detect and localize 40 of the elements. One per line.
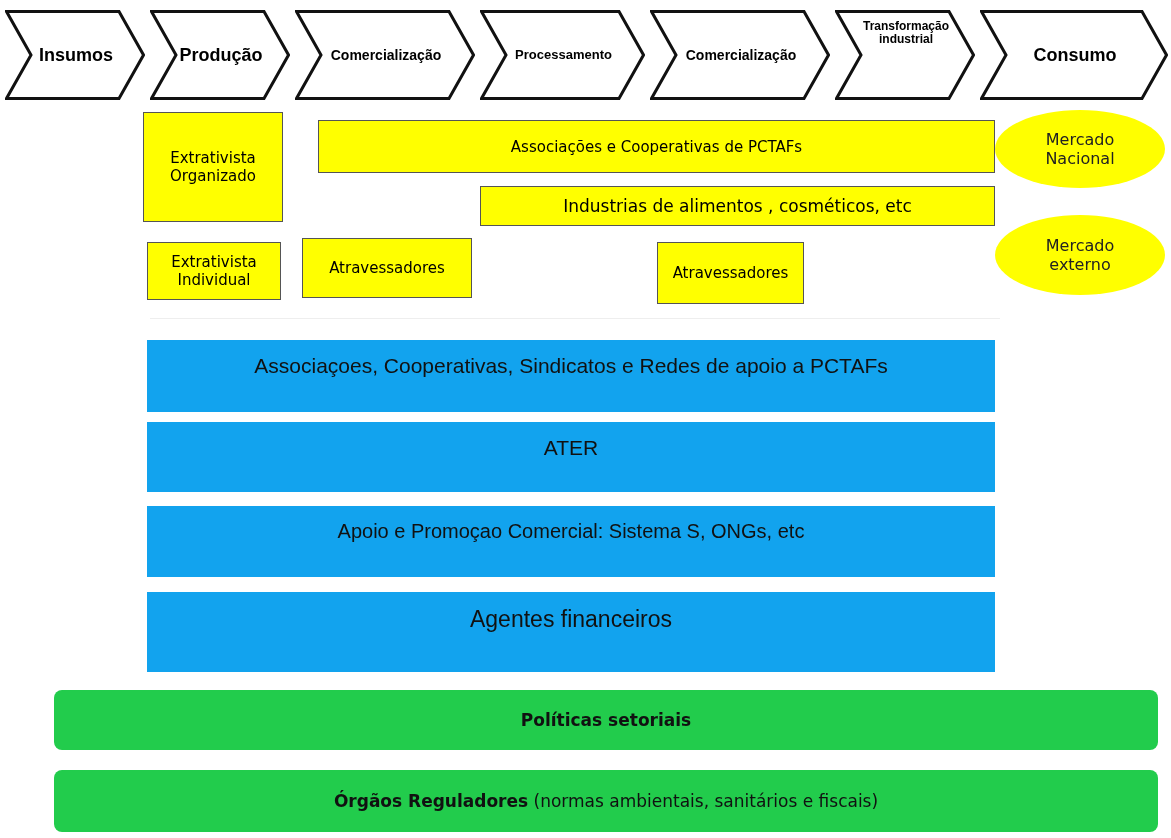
box-label: Associações e Cooperativas de PCTAFs — [510, 137, 803, 156]
box-label: Agentes financeiros — [470, 606, 672, 633]
actor-box — [302, 238, 472, 298]
box-label: Industrias de alimentos , cosméticos, etc — [563, 196, 912, 216]
stage-panel — [150, 10, 290, 100]
box-label: Mercado externo — [1044, 236, 1116, 274]
stage-panel — [5, 10, 145, 100]
box-label: Atravessadores — [329, 259, 445, 277]
box-label: Extrativista Individual — [170, 253, 258, 289]
stage-label: Comercialização — [685, 47, 797, 63]
box-label: Extrativista Organizado — [169, 149, 257, 185]
actor-box — [147, 242, 281, 300]
stage-panel — [835, 10, 975, 100]
box-label: Órgãos Reguladores (normas ambientais, sanitários e fiscais) — [333, 791, 879, 811]
stage-panel — [295, 10, 475, 100]
stage-label: Produção — [179, 45, 263, 65]
box-label: ATER — [543, 436, 599, 460]
stage-panel — [650, 10, 830, 100]
stage-panel — [480, 10, 645, 100]
stage-label: Insumos — [39, 45, 113, 65]
support-band — [147, 592, 995, 672]
actor-box — [480, 186, 995, 226]
box-label: Apoio e Promoçao Comercial: Sistema S, ONGs, etc — [337, 520, 805, 543]
support-band — [147, 422, 995, 492]
stage-label: Processamento — [515, 48, 612, 62]
actor-box — [657, 242, 804, 304]
box-label: Associaçoes, Cooperativas, Sindicatos e Redes de apoio a PCTAFs — [254, 354, 888, 378]
stage-label: Comercialização — [330, 47, 442, 63]
box-label: Políticas setoriais — [520, 710, 692, 730]
actor-box — [143, 112, 283, 222]
support-band — [147, 506, 995, 577]
support-band — [147, 340, 995, 412]
policy-band — [54, 690, 1158, 750]
stage-label: Transformação industrial — [861, 20, 950, 46]
policy-band — [54, 770, 1158, 832]
box-label: Atravessadores — [672, 264, 789, 282]
stage-panel — [980, 10, 1168, 100]
stage-label: Consumo — [1033, 45, 1117, 65]
actor-box — [318, 120, 995, 173]
box-label: Mercado Nacional — [1044, 130, 1116, 168]
